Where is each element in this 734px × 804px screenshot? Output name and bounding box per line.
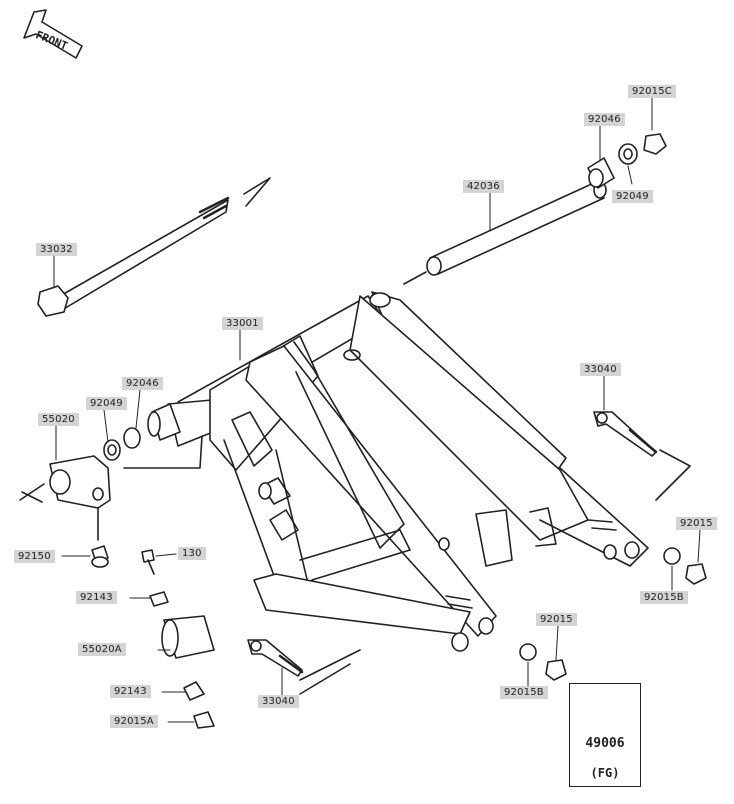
- small-fasteners-icon: [91, 545, 215, 729]
- inset-variant: (FG): [590, 766, 620, 780]
- axle-nuts-icon: [519, 547, 707, 681]
- label-92046-left: 92046: [122, 377, 163, 390]
- left-pivot-hardware-icon: [19, 403, 203, 541]
- label-33032: 33032: [36, 243, 77, 256]
- label-92015B-center: 92015B: [500, 686, 548, 699]
- label-92015A: 92015A: [110, 715, 158, 728]
- label-92049-top: 92049: [612, 190, 653, 203]
- label-92150: 92150: [14, 550, 55, 563]
- leader-lines: [53, 97, 701, 723]
- label-92049-left: 92049: [86, 397, 127, 410]
- pivot-bolt-icon: [37, 177, 271, 317]
- label-92015B-right: 92015B: [640, 591, 688, 604]
- label-92143-a: 92143: [76, 591, 117, 604]
- label-55020: 55020: [38, 413, 79, 426]
- front-arrow-icon: FRONT: [23, 9, 83, 59]
- label-33001: 33001: [222, 317, 263, 330]
- label-92015-center: 92015: [536, 613, 577, 626]
- top-hardware-icon: [587, 133, 667, 189]
- label-92015C: 92015C: [628, 85, 676, 98]
- chain-adjuster-icon: [247, 411, 691, 695]
- label-92143-b: 92143: [110, 685, 151, 698]
- label-33040-right: 33040: [580, 363, 621, 376]
- fg-inset-box: 49006 (FG): [569, 683, 641, 787]
- label-33040-bottom: 33040: [258, 695, 299, 708]
- label-42036: 42036: [463, 180, 504, 193]
- label-92046-top: 92046: [584, 113, 625, 126]
- label-92015-right: 92015: [676, 517, 717, 530]
- label-130: 130: [178, 547, 206, 560]
- swingarm-icon: [167, 291, 649, 652]
- pivot-shaft-icon: [403, 181, 607, 285]
- label-55020A: 55020A: [78, 643, 126, 656]
- inset-part-code: 49006: [585, 736, 625, 751]
